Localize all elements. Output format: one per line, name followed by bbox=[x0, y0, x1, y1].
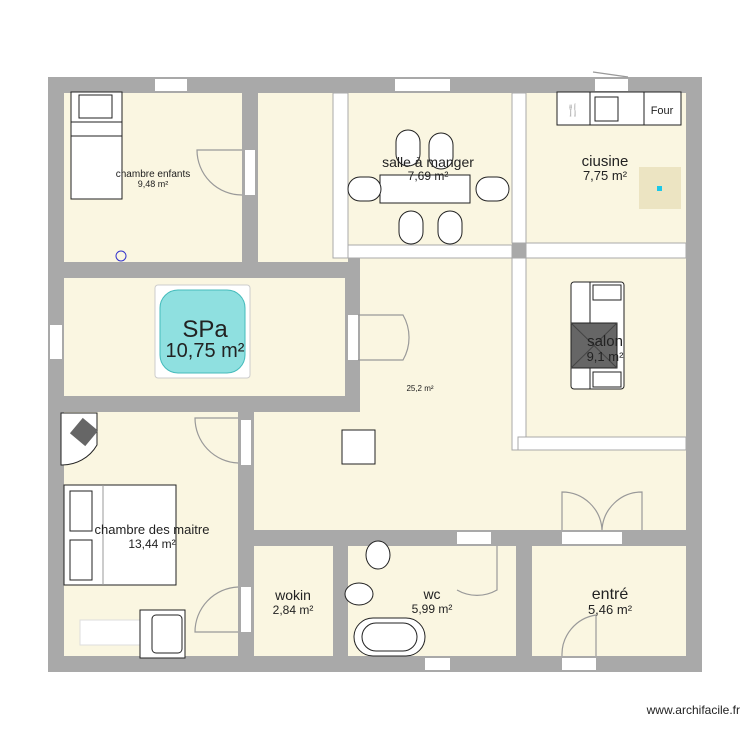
room-name: entré bbox=[592, 586, 629, 603]
floor-entre bbox=[532, 546, 686, 656]
dresser bbox=[79, 619, 141, 646]
partition bbox=[332, 92, 349, 259]
cutlery-icon: 🍴 bbox=[566, 103, 581, 117]
room-area: 5,46 m² bbox=[588, 602, 633, 617]
desk bbox=[60, 412, 99, 466]
room-area: 9,1 m² bbox=[587, 349, 625, 364]
partition bbox=[511, 92, 527, 244]
doors[interactable] bbox=[194, 71, 643, 657]
room-area: 7,75 m² bbox=[583, 168, 628, 183]
room-name: wokin bbox=[274, 587, 311, 603]
floor-wokin bbox=[254, 546, 333, 656]
room-name: chambre des maitre bbox=[95, 522, 210, 537]
socket-icon bbox=[115, 250, 127, 262]
partition bbox=[525, 242, 687, 259]
room-name: ciusine bbox=[582, 153, 629, 170]
room-area: 25,2 m² bbox=[406, 384, 433, 393]
room-area: 13,44 m² bbox=[128, 537, 175, 551]
wall bbox=[516, 546, 532, 672]
oven-label: Four bbox=[651, 105, 674, 117]
sofa bbox=[570, 281, 625, 390]
wall bbox=[48, 262, 360, 278]
light-marker bbox=[657, 186, 662, 191]
wall bbox=[48, 396, 360, 412]
windows bbox=[50, 79, 628, 670]
double-bed bbox=[63, 484, 177, 586]
room-name: wc bbox=[422, 586, 440, 602]
bathtub bbox=[353, 617, 426, 657]
partition bbox=[517, 436, 687, 451]
watermark: www.archifacile.fr bbox=[646, 703, 740, 717]
bathtub-small bbox=[139, 609, 186, 659]
floor-salle-a-manger bbox=[348, 93, 512, 245]
single-bed bbox=[70, 91, 123, 200]
room-name: chambre enfants bbox=[116, 169, 191, 180]
room-name: SPa bbox=[182, 316, 228, 343]
room-area: 5,99 m² bbox=[412, 602, 453, 616]
partition bbox=[347, 244, 513, 259]
room-area: 2,84 m² bbox=[273, 603, 314, 617]
room-name: salle à manger bbox=[382, 154, 474, 170]
dining-table bbox=[347, 129, 510, 245]
jacuzzi bbox=[154, 284, 251, 379]
wall bbox=[333, 546, 348, 672]
toilet bbox=[344, 582, 374, 606]
room-area: 9,48 m² bbox=[138, 179, 169, 189]
kitchen-counter: 🍴 Four bbox=[556, 91, 682, 126]
side-table bbox=[341, 429, 376, 465]
room-area: 7,69 m² bbox=[408, 169, 449, 183]
room-labels: chambre enfants 9,48 m² salle à manger 7… bbox=[95, 153, 633, 617]
room-area: 10,75 m² bbox=[166, 340, 245, 362]
room-name: salon bbox=[587, 333, 623, 350]
sink bbox=[365, 540, 391, 570]
partition bbox=[511, 257, 527, 451]
